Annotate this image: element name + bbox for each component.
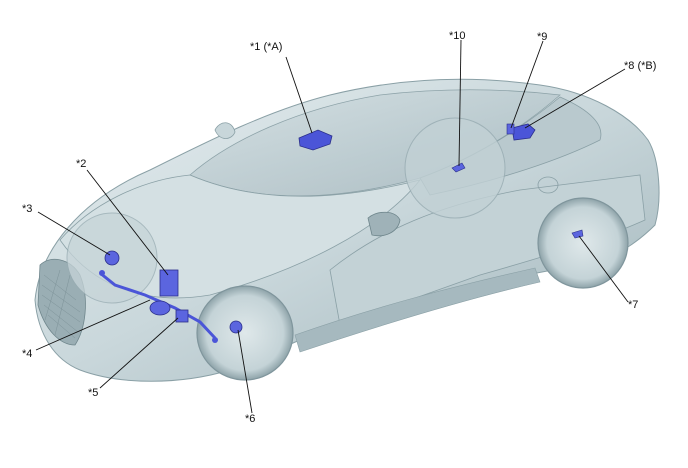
callout-6: *6 bbox=[245, 413, 256, 425]
leader-2 bbox=[86, 169, 169, 276]
callout-8: *8 (*B) bbox=[624, 60, 657, 72]
callout-3: *3 bbox=[22, 203, 33, 215]
callout-10: *10 bbox=[449, 30, 466, 42]
component-5 bbox=[149, 300, 189, 323]
component-9 bbox=[506, 123, 515, 135]
callout-5: *5 bbox=[88, 387, 99, 399]
fuel-door bbox=[537, 176, 559, 194]
grille-pattern bbox=[41, 269, 81, 339]
component-2 bbox=[159, 269, 179, 297]
leader-4 bbox=[35, 299, 151, 351]
rocker-panel bbox=[294, 267, 541, 353]
leader-10 bbox=[458, 39, 462, 167]
component-1 bbox=[298, 129, 333, 151]
component-7 bbox=[571, 229, 584, 239]
leader-5 bbox=[99, 317, 179, 389]
side-mirror bbox=[367, 211, 401, 237]
leader-9 bbox=[510, 40, 544, 129]
callout-1: *1 (*A) bbox=[250, 41, 283, 53]
callout-4: *4 bbox=[22, 348, 33, 360]
leader-3 bbox=[37, 211, 111, 256]
leader-1 bbox=[285, 56, 313, 134]
leader-8 bbox=[524, 68, 626, 129]
leader-7 bbox=[578, 235, 629, 303]
callout-7: *7 bbox=[628, 299, 639, 311]
front-left-wheel bbox=[196, 285, 294, 381]
leader-6 bbox=[237, 329, 253, 414]
component-6 bbox=[229, 320, 243, 334]
callout-2: *2 bbox=[76, 158, 87, 170]
callout-9: *9 bbox=[537, 31, 548, 43]
leader-lines bbox=[35, 39, 629, 414]
rear-left-wheel bbox=[537, 197, 629, 289]
component-8 bbox=[511, 123, 536, 141]
rear-view-mirror bbox=[214, 122, 236, 139]
